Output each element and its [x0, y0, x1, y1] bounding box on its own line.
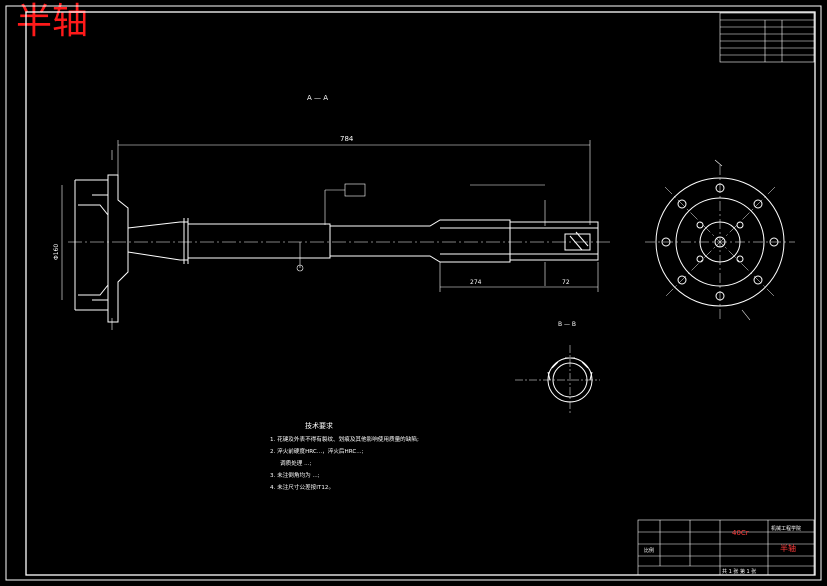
title-block-sheet: 共 1 张 第 1 张: [722, 568, 756, 575]
tech-req-item-4: 3. 未注倒角均为 ...;: [270, 471, 320, 479]
parameter-table: [719, 12, 815, 63]
inner-frame: [25, 11, 816, 576]
title-block-part-name: 半轴: [780, 543, 796, 553]
dim-overall-length: 784: [340, 135, 354, 143]
title-block-material: 40Cr: [732, 529, 749, 537]
end-view-centre-lines: [645, 165, 795, 320]
title-block: [637, 519, 815, 576]
stamp-title: 半轴: [16, 1, 89, 42]
tolerance-frame: [344, 183, 366, 197]
tech-req-item-5: 4. 未注尺寸公差按IT12。: [270, 483, 334, 491]
dim-spline-length: 72: [562, 279, 570, 286]
tech-req-item-3: 调质处理 ...;: [280, 459, 311, 467]
datum-marker: [296, 264, 304, 272]
view-label-top: A — A: [307, 94, 328, 102]
title-block-school: 机械工程学院: [771, 525, 801, 532]
dimension-lines: [61, 140, 599, 330]
dim-flange-dia: Φ160: [53, 244, 60, 260]
tech-req-item-2: 2. 淬火前硬度HRC...，淬火后HRC...;: [270, 447, 364, 455]
title-block-scale: 比例: [644, 547, 654, 554]
dim-shaft-length: 274: [470, 279, 482, 286]
tech-req-heading: 技术要求: [305, 421, 333, 430]
section-label: B — B: [558, 321, 576, 328]
outer-frame: [5, 5, 822, 581]
tech-req-item-1: 1. 花键及外表不得有裂纹、划痕及其他影响使用质量的缺陷;: [270, 435, 419, 443]
shaft-front-view: [74, 174, 599, 323]
